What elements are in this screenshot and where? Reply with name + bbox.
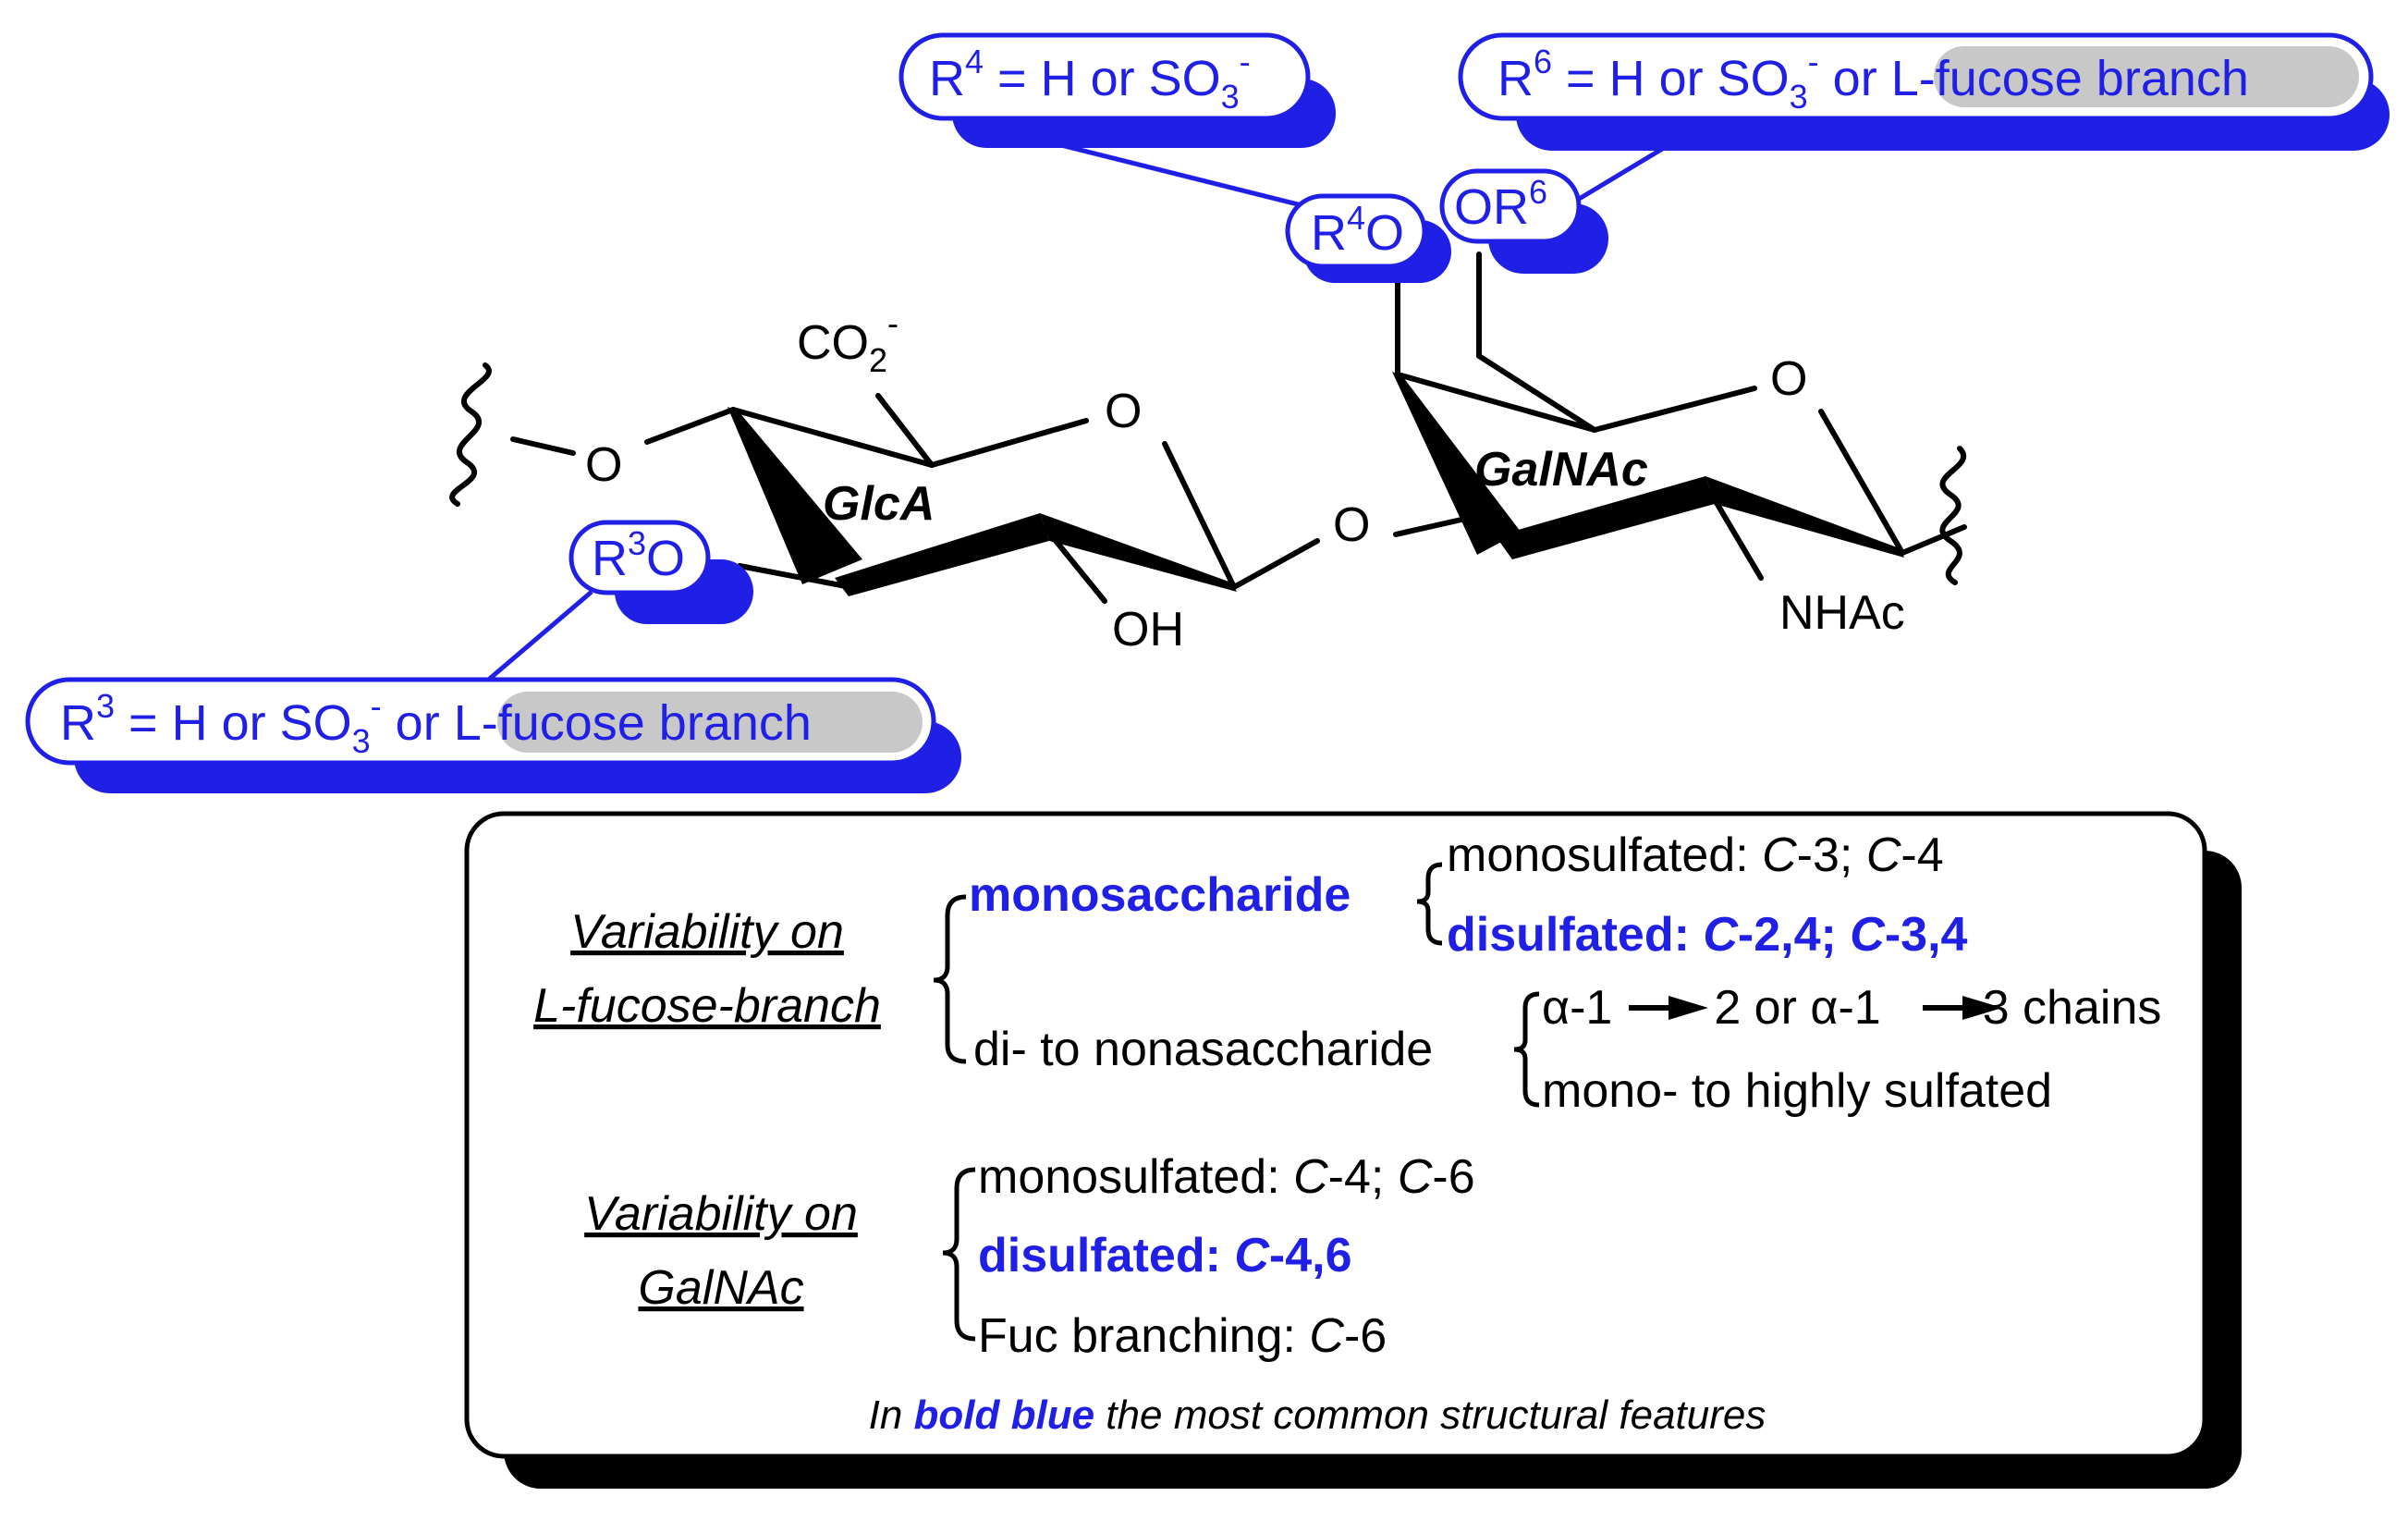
bond-c5-carboxylate xyxy=(875,393,935,468)
bond-wave-to-o xyxy=(510,436,576,456)
r3o-pill: R3O xyxy=(568,520,753,624)
glycosidic-oxygen: O xyxy=(1333,498,1370,552)
r6-fucose-highlight xyxy=(1934,46,2359,107)
bond-c5-ringO xyxy=(929,418,1089,468)
or6-pill: OR6 xyxy=(1439,168,1608,274)
galnac-fuc-branching: Fuc branching: C-6 xyxy=(978,1309,1387,1363)
oligo-sulfation: mono- to highly sulfated xyxy=(1542,1064,2052,1118)
bond-c4-c5-galnac xyxy=(1395,372,1597,433)
bond-ringO-c1 xyxy=(1162,441,1237,590)
variability-box-body xyxy=(464,811,2207,1459)
oligosaccharide-label: di- to nonasaccharide xyxy=(973,1023,1433,1076)
mono-brace xyxy=(1416,862,1443,946)
wedge-galnac-c2-c1 xyxy=(1705,476,1904,558)
r4o-label: R4O xyxy=(1311,199,1404,261)
glca-ring-name: GlcA xyxy=(823,477,935,531)
glca-ring-oxygen: O xyxy=(1105,385,1142,438)
right-wavy-bond xyxy=(1939,446,1967,585)
galnac-ring-oxygen: O xyxy=(1770,352,1807,406)
r3-fucose-highlight xyxy=(497,692,923,753)
wedge-bonds xyxy=(727,372,1904,596)
r4-callout-text: R4 = H or SO3- xyxy=(929,43,1251,116)
r4-connector xyxy=(1034,136,1314,211)
carboxylate-label: CO2- xyxy=(797,304,898,379)
connector-lines xyxy=(483,136,1666,684)
r6-connector xyxy=(1570,145,1666,206)
r4-callout: R4 = H or SO3- xyxy=(898,32,1336,148)
monosaccharide-label: monosaccharide xyxy=(969,868,1351,922)
galnac-heading-line2: GalNAc xyxy=(638,1261,803,1315)
glca-hydroxyl: OH xyxy=(1112,603,1184,656)
bond-c3-or3 xyxy=(737,563,853,590)
bond-c1-glyco-o xyxy=(1231,538,1320,590)
oligo-brace xyxy=(1513,991,1540,1108)
chemical-structure xyxy=(449,251,1967,604)
bond-o-to-c4 xyxy=(644,407,736,445)
bond-c1-nhac xyxy=(1707,489,1764,581)
mono-disulfated: disulfated: C-2,4; C-3,4 xyxy=(1447,908,1968,962)
r6-callout-text: R6 = H or SO3- or L-fucose branch xyxy=(1497,43,2249,116)
or6-label: OR6 xyxy=(1454,173,1547,235)
footnote: In bold blue the most common structural … xyxy=(869,1392,1766,1438)
wedge-glca-c3-c2 xyxy=(835,513,1049,596)
alpha-arrows xyxy=(1629,996,2002,1020)
r3o-label: R3O xyxy=(592,524,685,586)
galnac-heading-line1: Variability on xyxy=(584,1187,858,1241)
bond-c1-right-wave xyxy=(1900,524,1967,556)
arrow-head-1 xyxy=(1668,996,1708,1020)
galnac-ring-name: GalNAc xyxy=(1474,443,1648,497)
left-wavy-bond xyxy=(449,362,492,507)
variability-box xyxy=(464,811,2242,1489)
r3-connector xyxy=(483,590,593,684)
fucose-heading-line1: Variability on xyxy=(570,905,844,959)
r3-callout-text: R3 = H or SO3- or L-fucose branch xyxy=(60,687,812,760)
mono-monosulfated: monosulfated: C-3; C-4 xyxy=(1447,828,1944,882)
bond-c4-c5 xyxy=(730,407,935,468)
wedge-glca-c4-c3 xyxy=(727,407,862,584)
fucose-main-brace xyxy=(933,894,967,1064)
galnac-disulfated: disulfated: C-4,6 xyxy=(978,1229,1352,1282)
galnac-nhac: NHAc xyxy=(1779,586,1905,640)
wedge-galnac-c4-c3 xyxy=(1392,372,1521,555)
bond-c6-or6-b xyxy=(1476,353,1597,433)
r3o-pill-body xyxy=(568,520,711,595)
or6-pill-body xyxy=(1439,168,1582,244)
bond-c5-ringO-galnac xyxy=(1592,386,1757,433)
wedge-galnac-c3-c2 xyxy=(1496,476,1715,559)
r3-callout: R3 = H or SO3- or L-fucose branch xyxy=(25,677,961,793)
galnac-monosulfated: monosulfated: C-4; C-6 xyxy=(978,1150,1475,1204)
r6-callout: R6 = H or SO3- or L-fucose branch xyxy=(1458,32,2390,151)
r4-callout-body xyxy=(898,32,1311,121)
bond-glyco-o-c3 xyxy=(1393,515,1473,537)
r4o-pill-body xyxy=(1285,193,1427,269)
wedge-glca-c2-c1 xyxy=(1040,513,1237,592)
bond-ringO-c1-galnac xyxy=(1818,409,1905,556)
r4o-pill: R4O xyxy=(1285,193,1451,283)
galnac-brace xyxy=(942,1167,976,1342)
fucose-heading-line2: L-fucose-branch xyxy=(533,979,881,1033)
left-link-oxygen: O xyxy=(585,438,622,492)
arrow-head-2 xyxy=(1962,996,2002,1020)
